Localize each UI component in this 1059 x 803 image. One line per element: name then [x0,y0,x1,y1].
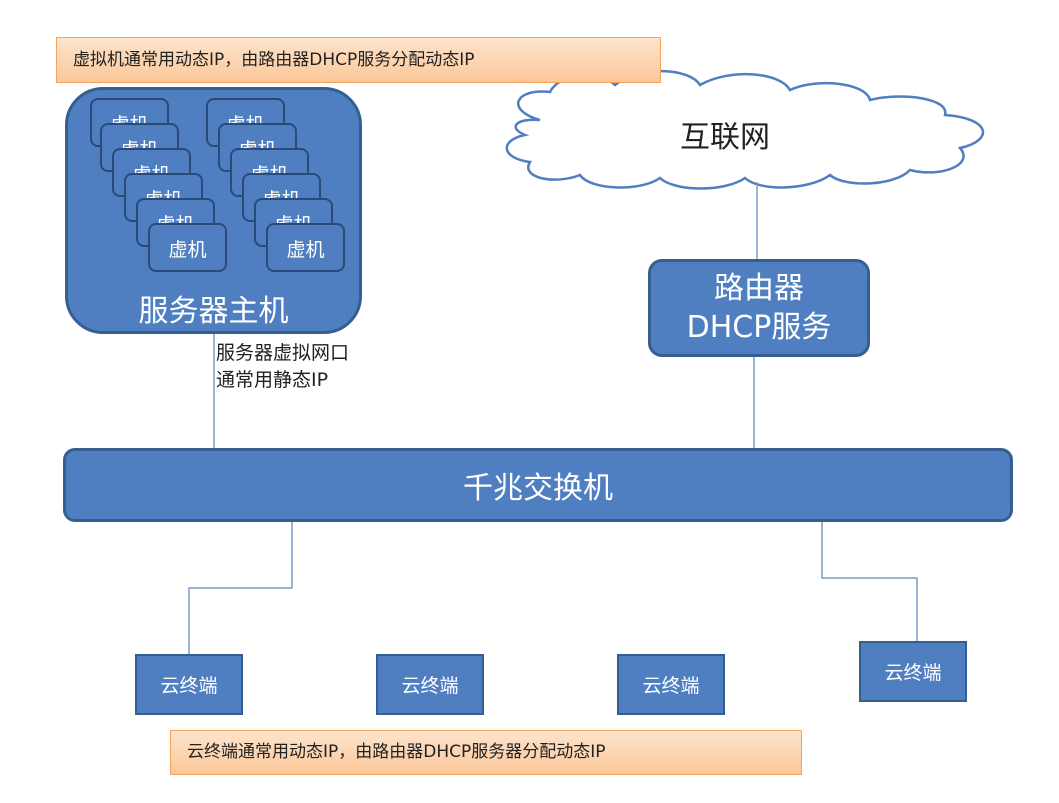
server-host: 虚机 虚机 虚机 虚机 虚机 虚机 虚机 虚机 虚机 虚机 虚机 虚机 服务器主… [65,87,362,334]
terminal-ip-note: 云终端通常用动态IP，由路由器DHCP服务器分配动态IP [170,730,802,775]
link-switch-terminal-4 [821,522,918,641]
server-host-label: 服务器主机 [138,294,289,329]
gigabit-switch: 千兆交换机 [63,448,1013,522]
server-interface-line-1: 服务器虚拟网口 [216,342,350,364]
router-dhcp: 路由器 DHCP服务 [648,259,870,357]
server-interface-note: 服务器虚拟网口 通常用静态IP [216,340,349,393]
server-interface-line-2: 通常用静态IP [216,368,329,391]
router-line-2: DHCP服务 [686,310,832,345]
router-line-1: 路由器 [714,271,804,306]
vm-box: 虚机 [266,223,345,272]
link-switch-terminal-1 [188,522,293,654]
switch-label: 千兆交换机 [463,471,613,506]
vm-ip-note: 虚拟机通常用动态IP，由路由器DHCP服务分配动态IP [56,37,661,83]
cloud-terminal: 云终端 [617,654,725,715]
cloud-terminal: 云终端 [135,654,243,715]
vm-box: 虚机 [148,223,227,272]
internet-label: 互联网 [680,120,770,155]
cloud-terminal: 云终端 [376,654,484,715]
cloud-terminal: 云终端 [859,641,967,702]
